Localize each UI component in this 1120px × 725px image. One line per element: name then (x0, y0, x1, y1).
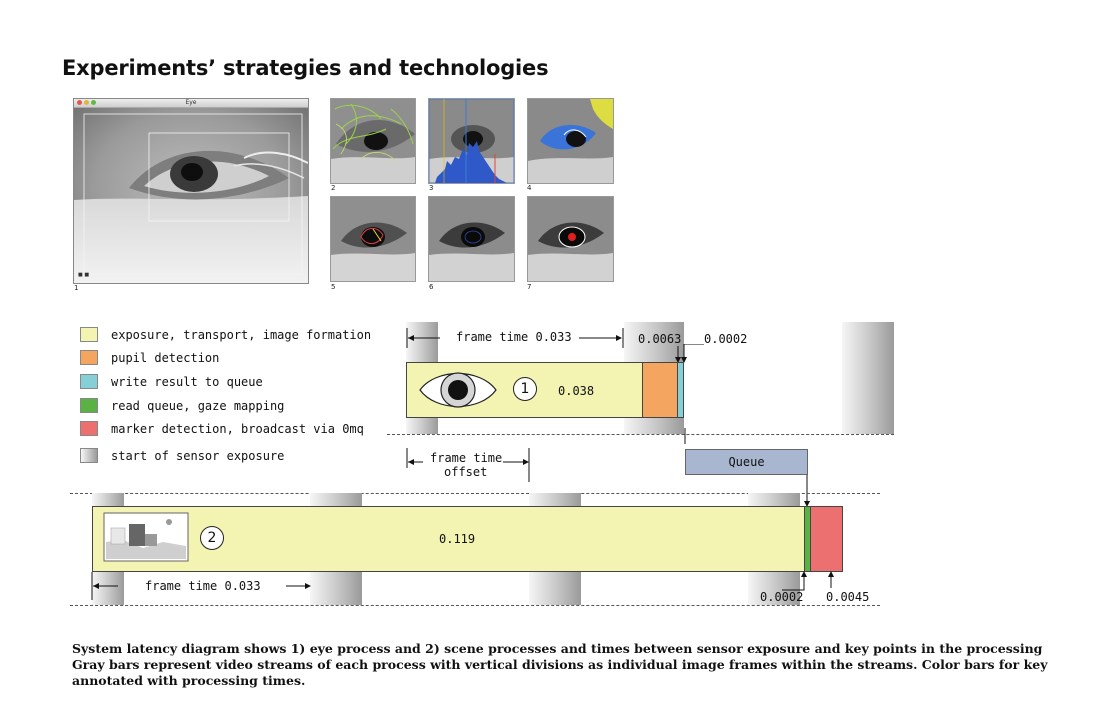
window-title: Eye (185, 99, 197, 106)
queue-box (685, 449, 808, 475)
panel-edge-photo (330, 196, 416, 282)
eye-camera-window: Eye ■ ■ (73, 98, 309, 284)
panel-histogram-photo (428, 98, 515, 184)
panel-pupil-photo (527, 196, 614, 282)
window-titlebar: Eye (74, 99, 308, 108)
caption-line: System latency diagram shows 1) eye proc… (72, 641, 1043, 656)
legend-swatch-pupil (80, 350, 98, 365)
queue-label: Queue (728, 455, 765, 469)
legend-swatch-read-queue (80, 398, 98, 413)
panel-number: 7 (527, 283, 532, 291)
scene-frame-time-arrows (91, 572, 311, 600)
panel-number: 4 (527, 184, 532, 192)
scene-process-number: 2 (200, 526, 224, 550)
scene-time-pointers (782, 571, 834, 591)
legend-label-exposure-start: start of sensor exposure (111, 449, 285, 463)
legend-label-exposure: exposure, transport, image formation (111, 328, 372, 342)
eye-process-number: 1 (513, 377, 537, 401)
queue-connectors (684, 428, 810, 507)
scene-stream-dashline-bottom (70, 605, 880, 606)
main-eye-photo: ■ ■ (74, 108, 308, 283)
eye-write-queue-bar (677, 362, 684, 418)
close-dot-icon[interactable] (77, 100, 82, 105)
eye-frame-bar (842, 322, 894, 434)
eye-frame-time-arrows (406, 328, 624, 348)
page-title: Experiments’ strategies and technologies (62, 56, 549, 80)
scene-marker-detection-bar (810, 506, 843, 572)
legend-swatch-exposure (80, 327, 98, 342)
eye-icon (419, 372, 497, 408)
legend-label-read-queue: read queue, gaze mapping (111, 399, 285, 413)
legend-label-pupil: pupil detection (111, 351, 220, 365)
pupil-time-label: 0.0063 (638, 332, 682, 346)
svg-text:■ ■: ■ ■ (78, 272, 89, 278)
legend-swatch-marker (80, 421, 98, 436)
panel-number: 3 (429, 184, 434, 192)
panel-dark-photo (428, 196, 515, 282)
panel-number: 1 (74, 284, 79, 292)
zoom-dot-icon[interactable] (91, 100, 96, 105)
frame-offset-label-line2: offset (444, 465, 488, 479)
minimize-dot-icon[interactable] (84, 100, 89, 105)
frame-offset-label-line1: frame time (430, 451, 503, 465)
eye-frame-time-label: frame time 0.033 (456, 330, 572, 344)
scene-frame-time-label: frame time 0.033 (145, 579, 261, 593)
legend-label-write-queue: write result to queue (111, 375, 263, 389)
legend-swatch-exposure-start (80, 448, 98, 463)
frame-time-offset-arrows (406, 448, 530, 482)
scene-process-time: 0.119 (439, 532, 476, 546)
gaze-time-label: 0.0002 (760, 590, 804, 604)
eye-stream-dashline (387, 434, 894, 435)
eye-process-time: 0.038 (558, 384, 595, 398)
eye-pupil-detection-bar (642, 362, 678, 418)
legend-swatch-write-queue (80, 374, 98, 389)
scene-stream-dashline-top (70, 493, 880, 494)
eye-time-pointers (675, 344, 704, 363)
panel-number: 6 (429, 283, 434, 291)
caption-line: annotated with processing times. (72, 673, 306, 688)
legend-label-marker: marker detection, broadcast via 0mq (111, 422, 364, 436)
figure-caption: System latency diagram shows 1) eye proc… (72, 641, 1048, 689)
panel-contour-photo (330, 98, 416, 184)
marker-time-label: 0.0045 (826, 590, 870, 604)
caption-line: Gray bars represent video streams of eac… (72, 657, 1048, 672)
panel-number: 2 (331, 184, 336, 192)
panel-number: 5 (331, 283, 336, 291)
queue-write-time-label: 0.0002 (704, 332, 748, 346)
scene-icon (103, 512, 189, 562)
panel-segmentation-photo (527, 98, 614, 184)
